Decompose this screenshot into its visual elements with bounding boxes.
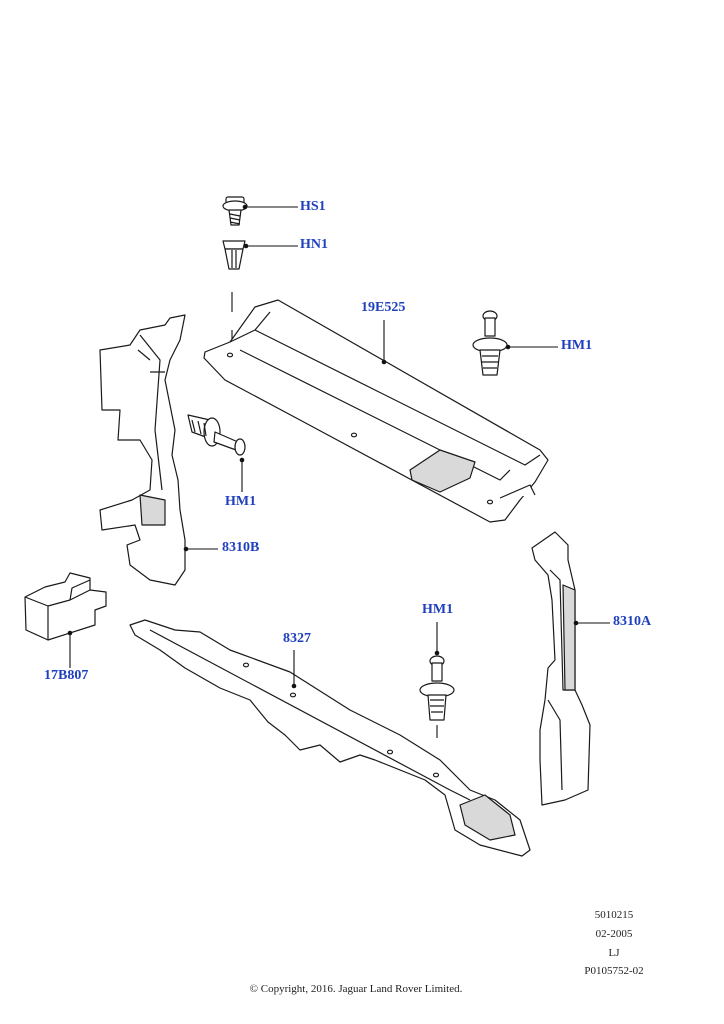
leader-lines [67,204,610,689]
callout-8310a: 8310A [613,614,652,629]
callout-17b807: 17B807 [44,668,89,683]
drawing-number: 5010215 [594,909,634,921]
callout-hm1-top-right: HM1 [561,338,593,353]
callout-19e525: 19E525 [361,300,406,315]
hn1-nut [222,240,246,270]
part-17b807-block [24,572,107,641]
callout-hm1-bottom: HM1 [422,602,454,617]
callout-hn1: HN1 [300,237,328,252]
callout-hs1: HS1 [300,199,326,214]
callout-8310b: 8310B [222,540,260,555]
callout-hm1-left: HM1 [225,494,257,509]
hm1-clip-top-right [472,310,508,376]
part-8310a-right-deflector [531,531,591,806]
hm1-clip-left [187,414,246,456]
part-8327-lower-panel [129,619,531,857]
copyright-notice: © Copyright, 2016. Jaguar Land Rover Lim… [249,983,463,995]
drawing-date: 02-2005 [595,928,633,940]
drawing-reference: P0105752-02 [584,965,644,977]
part-8310b-left-deflector [99,314,186,586]
part-19e525-upper-panel [203,299,549,523]
hm1-clip-bottom [419,655,455,721]
drawing-initials: LJ [608,947,620,959]
hs1-screw [222,196,248,226]
callout-8327: 8327 [283,631,311,646]
